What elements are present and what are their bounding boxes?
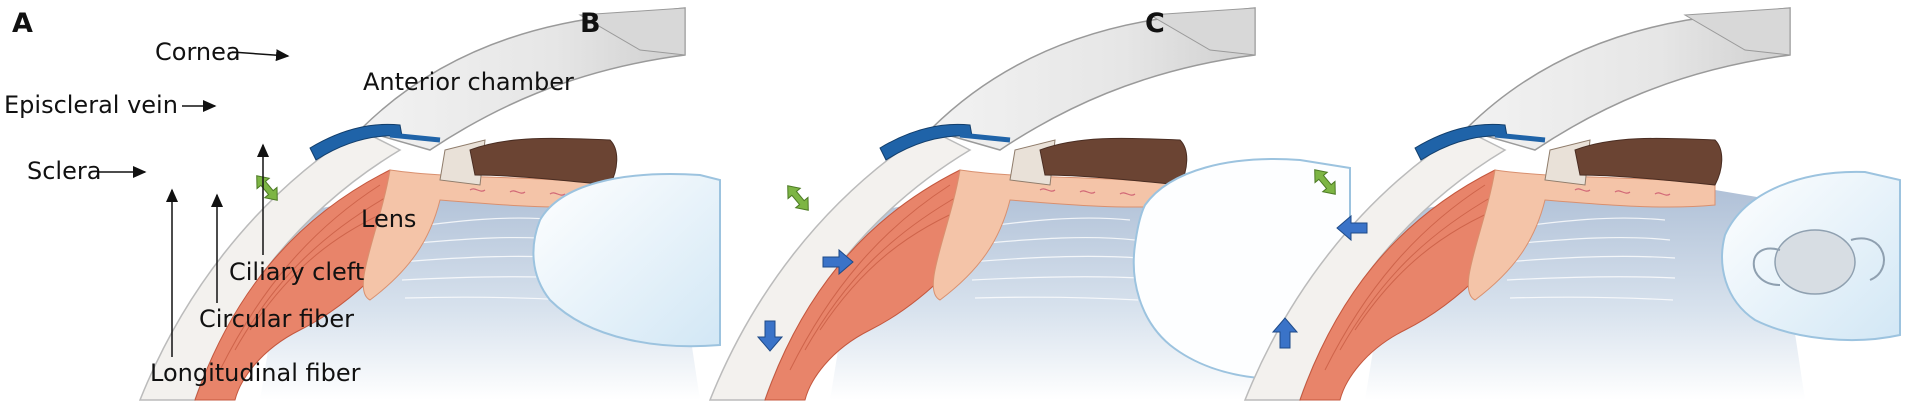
iol-haptic-right xyxy=(1850,237,1885,281)
label-cornea: Cornea xyxy=(155,38,241,66)
label-longitudinal-fiber: Longitudinal fiber xyxy=(150,359,361,387)
label-lens: Lens xyxy=(361,205,416,233)
iol-haptic-left xyxy=(1752,247,1781,286)
panel-letter-b: B xyxy=(580,8,601,39)
label-ciliary-cleft: Ciliary cleft xyxy=(229,258,364,286)
label-anterior-chamber: Anterior chamber xyxy=(363,68,574,96)
green-arrow-b xyxy=(781,180,815,216)
label-episcleral-vein: Episcleral vein xyxy=(4,91,178,119)
label-circular-fiber: Circular fiber xyxy=(199,305,354,333)
panel-letter-c: C xyxy=(1145,8,1165,39)
panel-c: C xyxy=(1145,8,1901,400)
label-sclera: Sclera xyxy=(27,157,101,185)
panel-a: A Cornea Anterior chamber Episcleral vei… xyxy=(4,8,721,400)
intraocular-lens-optic xyxy=(1774,229,1856,295)
panel-letter-a: A xyxy=(12,8,33,39)
lens-a xyxy=(532,173,721,348)
